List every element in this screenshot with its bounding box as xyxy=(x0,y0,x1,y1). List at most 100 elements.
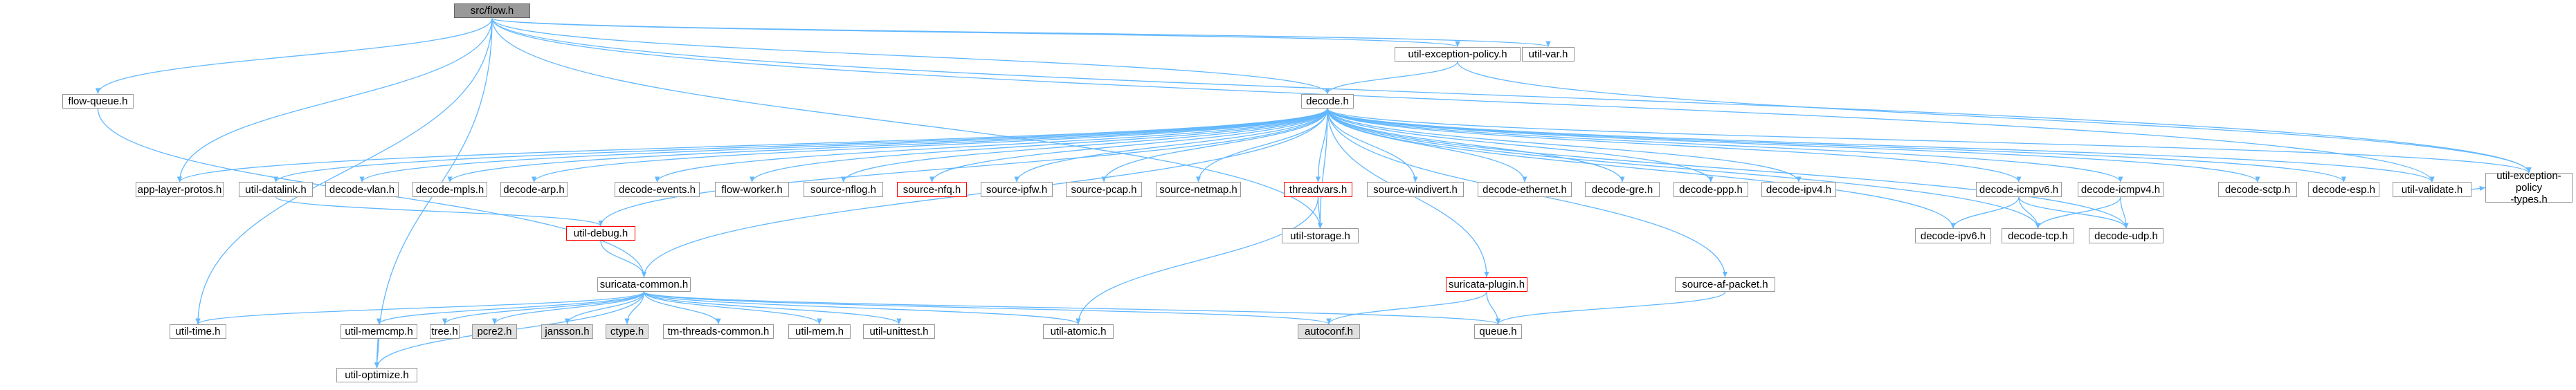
node-source-ipfw[interactable]: source-ipfw.h xyxy=(981,182,1053,197)
edge-decode-to-decode-ppp xyxy=(1327,108,1714,183)
node-suricata-plugin[interactable]: suricata-plugin.h xyxy=(1446,277,1527,292)
node-decode-udp[interactable]: decode-udp.h xyxy=(2089,228,2164,243)
node-decode-mpls[interactable]: decode-mpls.h xyxy=(412,182,487,197)
edge-suricata-common-to-ctype xyxy=(624,292,645,324)
node-label: decode-udp.h xyxy=(2094,230,2158,242)
node-util-memcmp[interactable]: util-memcmp.h xyxy=(341,324,417,339)
node-source-pcap[interactable]: source-pcap.h xyxy=(1066,182,1142,197)
node-label: decode-esp.h xyxy=(2312,183,2375,196)
node-source-windivert[interactable]: source-windivert.h xyxy=(1367,182,1464,197)
node-label: tm-threads-common.h xyxy=(667,325,770,337)
edge-suricata-plugin-to-queue xyxy=(1486,292,1501,324)
node-label: flow-worker.h xyxy=(721,183,783,196)
node-tm-threads-common[interactable]: tm-threads-common.h xyxy=(663,324,774,339)
edge-src-flow-to-util-exception-policy-types xyxy=(491,18,2532,174)
node-label: flow-queue.h xyxy=(68,95,128,107)
node-label: util-memcmp.h xyxy=(345,325,413,337)
node-source-netmap[interactable]: source-netmap.h xyxy=(1156,182,1241,197)
node-label: decode-tcp.h xyxy=(2008,230,2068,242)
node-label: util-unittest.h xyxy=(869,325,929,337)
node-label: source-windivert.h xyxy=(1373,183,1458,196)
node-source-nflog[interactable]: source-nflog.h xyxy=(804,182,883,197)
node-jansson[interactable]: jansson.h xyxy=(541,324,593,339)
node-label: decode-arp.h xyxy=(503,183,565,196)
edge-source-af-packet-to-queue xyxy=(1495,291,1726,325)
node-label: source-af-packet.h xyxy=(1682,279,1768,291)
node-decode-ipv6[interactable]: decode-ipv6.h xyxy=(1915,228,1991,243)
node-util-atomic[interactable]: util-atomic.h xyxy=(1043,324,1114,339)
node-source-nfq[interactable]: source-nfq.h xyxy=(897,182,967,197)
edge-decode-to-decode-icmpv4 xyxy=(1327,108,2123,183)
node-flow-worker[interactable]: flow-worker.h xyxy=(715,182,789,197)
node-source-af-packet[interactable]: source-af-packet.h xyxy=(1675,277,1775,292)
edge-src-flow-to-app-layer-protos xyxy=(176,18,493,183)
node-decode-ethernet[interactable]: decode-ethernet.h xyxy=(1478,182,1572,197)
edge-decode-to-util-exception-policy-types xyxy=(1327,108,2532,174)
node-decode-arp[interactable]: decode-arp.h xyxy=(500,182,568,197)
node-label: decode-events.h xyxy=(619,183,696,196)
node-src-flow[interactable]: src/flow.h xyxy=(454,3,530,19)
node-decode-icmpv6[interactable]: decode-icmpv6.h xyxy=(1976,182,2062,197)
node-decode-sctp[interactable]: decode-sctp.h xyxy=(2218,182,2297,197)
node-label: jansson.h xyxy=(545,325,590,337)
edge-decode-to-flow-worker xyxy=(749,108,1328,183)
node-label: source-nflog.h xyxy=(810,183,877,196)
node-util-time[interactable]: util-time.h xyxy=(170,324,226,339)
node-util-mem[interactable]: util-mem.h xyxy=(788,324,851,339)
node-util-exception-policy[interactable]: util-exception-policy.h xyxy=(1395,46,1521,62)
node-app-layer-protos[interactable]: app-layer-protos.h xyxy=(136,182,224,197)
node-label: util-time.h xyxy=(175,325,221,337)
node-decode-vlan[interactable]: decode-vlan.h xyxy=(325,182,399,197)
node-label: suricata-common.h xyxy=(599,279,689,291)
node-label: util-storage.h xyxy=(1290,230,1350,242)
edge-src-flow-to-flow-queue xyxy=(95,18,493,94)
node-util-optimize[interactable]: util-optimize.h xyxy=(336,368,417,383)
node-label: util-var.h xyxy=(1528,48,1568,60)
node-suricata-common[interactable]: suricata-common.h xyxy=(597,277,691,292)
edge-decode-icmpv6-to-decode-udp xyxy=(2018,196,2129,229)
node-util-exception-policy-types[interactable]: util-exception-policy -types.h xyxy=(2485,170,2573,205)
node-decode-ppp[interactable]: decode-ppp.h xyxy=(1674,182,1748,197)
node-decode-ipv4[interactable]: decode-ipv4.h xyxy=(1761,182,1836,197)
edge-decode-to-decode-icmpv6 xyxy=(1327,108,2022,183)
node-decode-esp[interactable]: decode-esp.h xyxy=(2308,182,2379,197)
node-label: source-pcap.h xyxy=(1071,183,1137,196)
node-util-validate[interactable]: util-validate.h xyxy=(2393,182,2471,197)
node-threadvars[interactable]: threadvars.h xyxy=(1284,182,1352,197)
edge-decode-to-app-layer-protos xyxy=(177,108,1328,183)
edge-suricata-common-to-util-mem xyxy=(643,291,822,325)
node-flow-queue[interactable]: flow-queue.h xyxy=(62,93,134,109)
edge-suricata-common-to-queue xyxy=(643,291,1500,325)
node-pcre2[interactable]: pcre2.h xyxy=(472,324,517,339)
edge-decode-to-util-datalink xyxy=(273,108,1328,183)
edge-util-memcmp-to-util-optimize xyxy=(374,338,380,369)
edge-decode-icmpv6-to-decode-tcp xyxy=(2018,196,2041,229)
edge-src-flow-to-decode xyxy=(491,18,1330,94)
edge-decode-to-util-validate xyxy=(1327,108,2435,183)
edge-util-exception-policy-to-decode xyxy=(1325,61,1458,94)
node-decode-events[interactable]: decode-events.h xyxy=(615,182,700,197)
node-label: decode-gre.h xyxy=(1591,183,1653,196)
edge-decode-to-source-ipfw xyxy=(1014,108,1328,183)
node-autoconf[interactable]: autoconf.h xyxy=(1298,324,1360,339)
node-ctype[interactable]: ctype.h xyxy=(606,324,648,339)
node-util-unittest[interactable]: util-unittest.h xyxy=(863,324,935,339)
node-label: source-netmap.h xyxy=(1159,183,1237,196)
edge-decode-icmpv4-to-decode-udp xyxy=(2120,196,2129,229)
edge-decode-to-decode-events xyxy=(655,108,1328,183)
node-decode-tcp[interactable]: decode-tcp.h xyxy=(2002,228,2074,243)
edge-util-exception-policy-to-util-exception-policy-types xyxy=(1457,61,2532,174)
node-decode-icmpv4[interactable]: decode-icmpv4.h xyxy=(2078,182,2164,197)
node-util-storage[interactable]: util-storage.h xyxy=(1282,228,1359,243)
edge-src-flow-to-util-var xyxy=(491,17,1551,48)
node-util-var[interactable]: util-var.h xyxy=(1522,46,1575,62)
node-decode-gre[interactable]: decode-gre.h xyxy=(1585,182,1660,197)
node-decode[interactable]: decode.h xyxy=(1301,93,1354,109)
edge-decode-to-decode-vlan xyxy=(359,108,1328,183)
node-util-datalink[interactable]: util-datalink.h xyxy=(239,182,313,197)
node-queue[interactable]: queue.h xyxy=(1474,324,1522,339)
node-util-debug[interactable]: util-debug.h xyxy=(566,225,635,241)
node-tree[interactable]: tree.h xyxy=(430,324,460,339)
node-label: util-validate.h xyxy=(2401,183,2463,196)
node-label: util-datalink.h xyxy=(245,183,307,196)
